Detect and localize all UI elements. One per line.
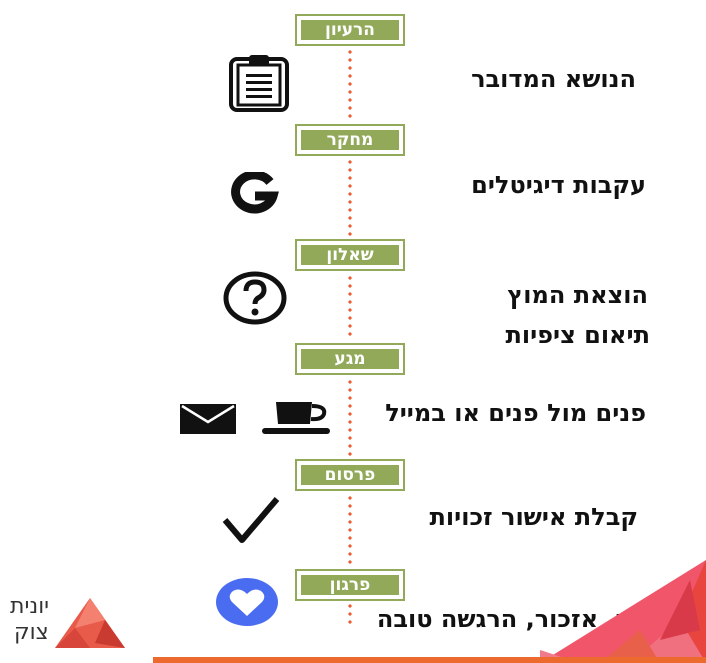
heart-icon	[216, 578, 278, 626]
stage-label-research: מחקר	[295, 124, 405, 156]
item-expectations-label: תיאום ציפיות	[505, 321, 650, 349]
connector-dots	[348, 48, 352, 120]
mail-icon	[180, 404, 236, 434]
connector-dots	[348, 274, 352, 340]
stage-label-contact: מגע	[295, 343, 405, 375]
item-topic-label: הנושא המדובר	[471, 65, 636, 93]
logo-mountain-icon	[55, 598, 125, 648]
item-rights-label: קבלת אישור זכויות	[429, 503, 639, 531]
checkmark-icon	[222, 497, 280, 543]
connector-dots	[348, 378, 352, 458]
bottom-accent-bar	[153, 657, 706, 663]
item-meeting-label: פנים מול פנים או במייל	[385, 399, 646, 427]
question-icon	[223, 271, 287, 325]
stage-label-publish: פרסום	[295, 459, 405, 491]
connector-dots	[348, 602, 352, 626]
logo-text-line2: צוק	[14, 620, 49, 645]
coffee-cup-icon	[262, 402, 330, 434]
clipboard-icon	[229, 55, 289, 112]
polygon-art-right	[540, 560, 706, 663]
stage-label-questionnaire: שאלון	[295, 239, 405, 271]
google-icon	[231, 172, 279, 214]
item-digital-label: עקבות דיגיטלים	[471, 171, 646, 199]
connector-dots	[348, 494, 352, 564]
connector-dots	[348, 158, 352, 236]
item-chaff-label: הוצאת המוץ	[507, 281, 648, 309]
logo-text-line1: יונית	[10, 594, 50, 619]
stage-label-idea: הרעיון	[295, 14, 405, 46]
stage-label-praise: פרגון	[295, 569, 405, 601]
